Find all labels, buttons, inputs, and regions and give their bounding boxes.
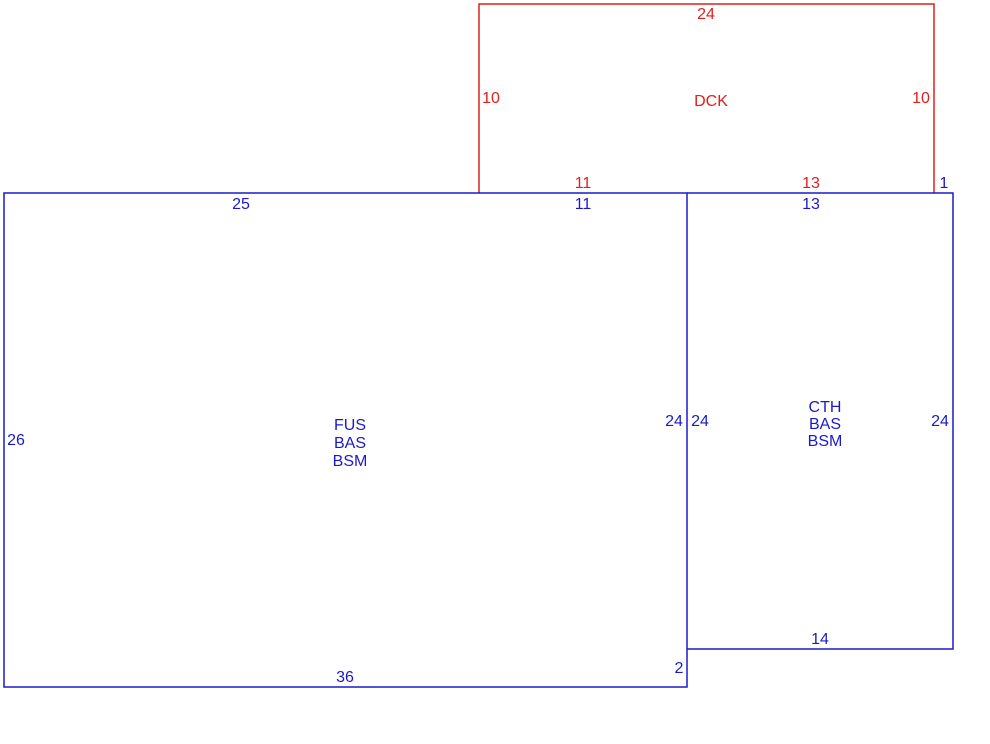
addition-outline: [687, 192, 954, 650]
deck-dim-bottom-right: 13: [802, 175, 820, 192]
main-area-outline: [3, 192, 688, 688]
deck-dim-top: 24: [697, 6, 715, 23]
addition-label-line-3: BSM: [808, 433, 843, 450]
main-dim-top-right: 11: [575, 196, 592, 213]
addition-dim-top: 13: [802, 196, 820, 213]
addition-label-line-1: CTH: [809, 399, 842, 416]
deck-outline: [478, 3, 935, 193]
deck-label: DCK: [694, 93, 728, 110]
deck-dim-right: 10: [912, 90, 930, 107]
main-dim-right: 24: [665, 413, 683, 430]
deck-dim-left: 10: [482, 90, 500, 107]
main-dim-bottom: 36: [336, 669, 354, 686]
addition-dim-bottom: 14: [811, 631, 829, 648]
addition-dim-left: 24: [691, 413, 709, 430]
addition-dim-corner: 1: [940, 175, 949, 192]
main-label-line-1: FUS: [334, 417, 366, 434]
addition-label-line-2: BAS: [809, 416, 841, 433]
main-label-line-3: BSM: [333, 453, 368, 470]
main-dim-left: 26: [7, 432, 25, 449]
addition-dim-right: 24: [931, 413, 949, 430]
main-label-line-2: BAS: [334, 435, 366, 452]
main-dim-top-left: 25: [232, 196, 250, 213]
deck-dim-bottom-left: 11: [575, 175, 592, 192]
main-dim-corner: 2: [675, 660, 684, 677]
